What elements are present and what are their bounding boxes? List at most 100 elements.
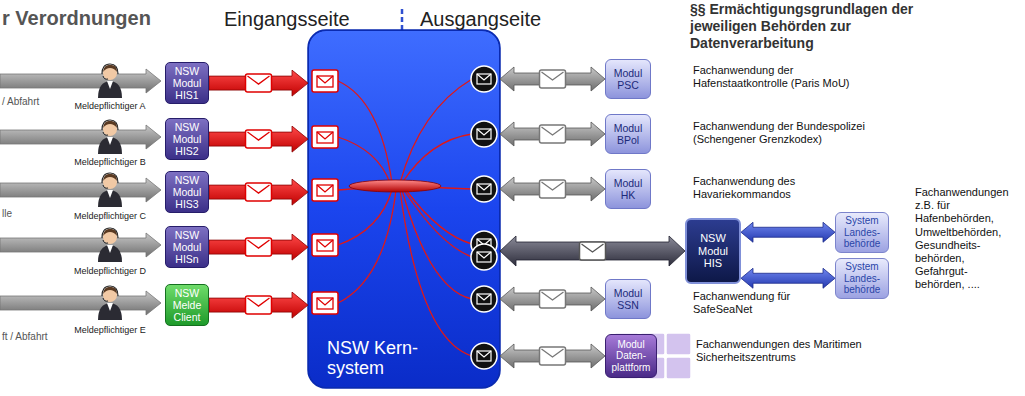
- person-icon: [98, 286, 122, 320]
- envelope-icon: [542, 127, 564, 135]
- internal-flow-line: [406, 190, 472, 244]
- inbox-envelope: [312, 126, 338, 148]
- platform-grid: [666, 333, 691, 355]
- platform-module-box: Modul Daten- plattform: [605, 334, 657, 378]
- node-text: Modul SSN: [608, 287, 648, 311]
- person-icon: [98, 120, 122, 154]
- envelope-icon: [246, 296, 272, 314]
- envelope-icon: [540, 347, 566, 365]
- envelope-icon: [248, 76, 270, 84]
- input-arrow: [209, 126, 308, 152]
- section-divider: [401, 9, 404, 32]
- envelope-icon: [248, 132, 270, 140]
- envelope-icon: [246, 74, 272, 92]
- envelope-icon: [246, 130, 272, 148]
- connector-group: [500, 177, 605, 201]
- output-arrow: [500, 287, 605, 311]
- connector-group: [500, 236, 685, 266]
- sender-label: Meldepflichtiger B: [68, 157, 152, 168]
- application-label: Fachanwendung der Hafenstaatkontrolle (P…: [693, 64, 871, 90]
- application-module-box: Modul PSC: [605, 59, 651, 99]
- platform-grid: [666, 357, 691, 379]
- outbox-envelope: [471, 343, 497, 369]
- envelope-icon: [246, 183, 272, 201]
- envelope-icon: [540, 347, 566, 365]
- sender-arrow: [0, 178, 161, 202]
- core-system-box: NSW Kern- system: [308, 30, 500, 388]
- envelope-icon: [580, 242, 606, 260]
- outbox-envelope: [471, 286, 497, 312]
- connector-group: [209, 292, 308, 318]
- envelope-icon: [540, 290, 566, 308]
- application-label: Fachanwendungen des Maritimen Sicherheit…: [696, 338, 876, 364]
- node-text: NSW Modul HIS: [689, 232, 737, 270]
- legal-basis-note: §§ Ermächtigungsgrundlagen der jeweilige…: [690, 1, 918, 51]
- envelope-icon: [248, 185, 270, 193]
- input-arrow: [209, 70, 308, 96]
- node-text: Modul HK: [608, 177, 648, 201]
- node-text: Modul PSC: [608, 67, 648, 91]
- node-text: NSW Modul HIS2: [168, 121, 206, 157]
- connector-group: [500, 122, 605, 146]
- heading-fragment: r Verordnungen: [2, 6, 202, 30]
- sender-label: Meldepflichtiger A: [68, 101, 152, 112]
- envelope-icon: [246, 296, 272, 314]
- envelope-icon: [542, 72, 564, 80]
- sender-arrow: [0, 69, 161, 315]
- section-heading: Ausgangseite: [420, 7, 580, 31]
- node-text: Modul Daten- plattform: [608, 339, 654, 374]
- internal-flow-line: [338, 190, 392, 245]
- his-module-box: NSW Modul HISn: [165, 226, 209, 268]
- envelope-icon: [540, 180, 566, 198]
- outbox-envelope: [471, 66, 497, 92]
- client-box: NSW Melde Client: [165, 284, 209, 326]
- connector-group: [209, 234, 308, 260]
- node-text: System Landes- behörde: [838, 215, 886, 250]
- his-module-box: NSW Modul HIS: [685, 218, 741, 284]
- his-module-box: NSW Modul HIS3: [165, 171, 209, 213]
- node-text: NSW Modul HISn: [168, 229, 206, 265]
- envelope-icon: [542, 292, 564, 300]
- outbox-envelope: [471, 66, 497, 369]
- node-text: Modul BPol: [608, 122, 648, 146]
- sender-arrow: [0, 233, 161, 257]
- output-arrow: [500, 67, 605, 91]
- internal-flow-line: [338, 190, 396, 303]
- application-label: Fachanwendungen z.B. für Hafenbehörden, …: [915, 186, 1019, 292]
- person-icon: [98, 173, 122, 207]
- envelope-icon: [248, 298, 270, 306]
- connector-group: [500, 344, 605, 368]
- person-icon: [98, 228, 122, 262]
- outbox-envelope: [471, 244, 497, 270]
- output-arrow: [500, 122, 605, 146]
- state-link-arrow: [741, 268, 835, 288]
- sender-arrow: [0, 125, 161, 149]
- application-module-box: Modul HK: [605, 169, 651, 209]
- inbox-envelope: [312, 292, 338, 314]
- internal-flow-line: [400, 79, 472, 183]
- envelope-icon: [248, 240, 270, 248]
- internal-flow-line: [400, 190, 472, 356]
- sender-arrow: [0, 69, 161, 93]
- envelope-icon: [246, 183, 272, 201]
- envelope-icon: [540, 125, 566, 143]
- node-text: NSW Kern- system: [327, 338, 437, 379]
- sender-label: Meldepflichtiger D: [68, 266, 152, 277]
- connector-group: [209, 70, 308, 96]
- internal-flow-line: [402, 190, 472, 299]
- envelope-icon: [246, 238, 272, 256]
- section-heading: Eingangsseite: [224, 7, 394, 31]
- state-link-arrow: [741, 222, 835, 242]
- output-arrow: [500, 177, 605, 201]
- application-label: Fachanwendung des Havariekommandos: [693, 175, 828, 201]
- application-module-box: Modul BPol: [605, 114, 651, 154]
- envelope-icon: [246, 130, 272, 148]
- input-arrow: [209, 179, 308, 205]
- envelope-icon: [540, 125, 566, 143]
- envelope-icon: [540, 180, 566, 198]
- envelope-icon: [540, 70, 566, 88]
- state-system-box: System Landes- behörde: [835, 212, 889, 253]
